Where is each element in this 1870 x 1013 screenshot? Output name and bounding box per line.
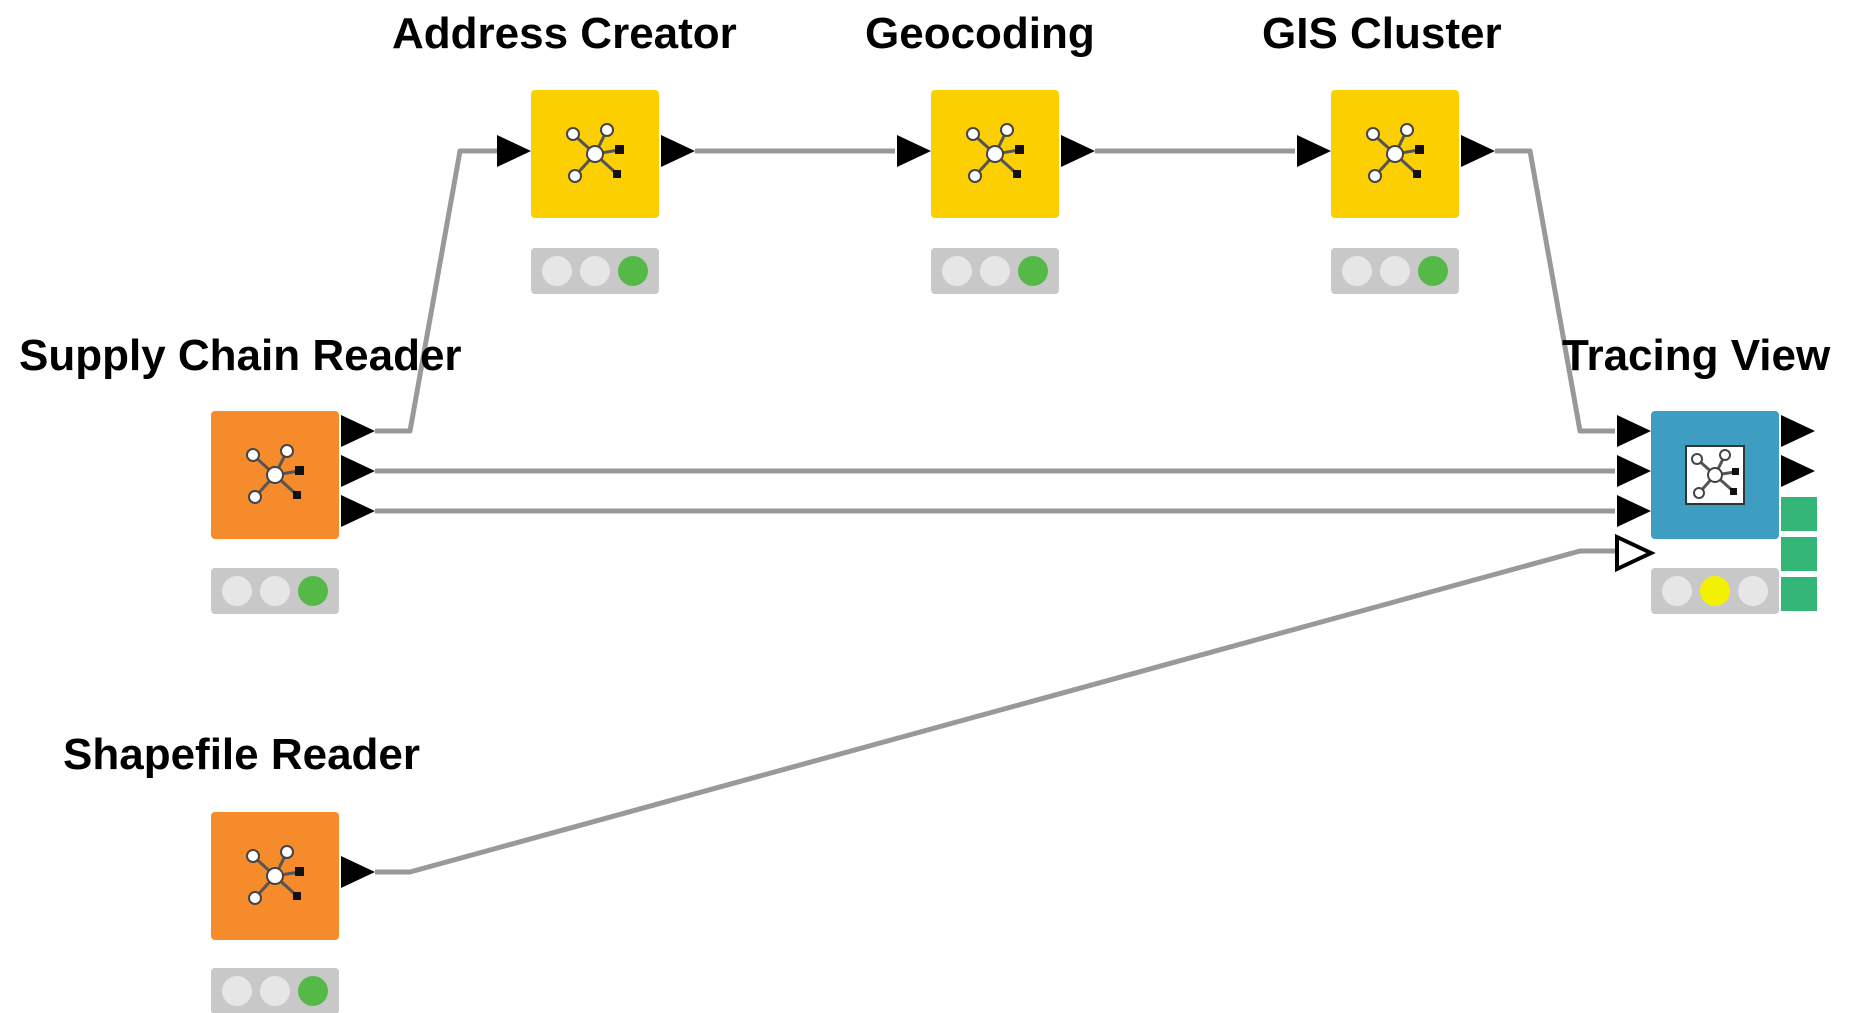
status-light-3 [298,976,328,1006]
view-port-badge-1[interactable] [1781,497,1817,531]
node-source-icon [246,444,304,504]
output-port-2[interactable] [1781,455,1815,487]
status-indicator [1331,248,1459,294]
output-port-1[interactable] [1061,135,1095,167]
input-port-4-optional[interactable] [1615,533,1656,573]
view-port-badge-3[interactable] [1781,577,1817,611]
connections-layer [375,148,1615,875]
status-indicator [211,568,339,614]
status-light-2 [260,576,290,606]
node-title-supply-chain-reader[interactable]: Supply Chain Reader [19,331,462,380]
status-light-3 [1018,256,1048,286]
node-shapefile-reader[interactable] [211,812,375,1013]
status-light-1 [1342,256,1372,286]
status-indicator [931,248,1059,294]
output-port-3[interactable] [341,495,375,527]
node-supply-chain-reader[interactable] [211,411,375,614]
input-port-1[interactable] [1297,135,1331,167]
node-title-tracing-view[interactable]: Tracing View [1562,331,1831,380]
node-title-gis-cluster[interactable]: GIS Cluster [1262,9,1502,58]
input-port-3[interactable] [1617,495,1651,527]
node-address-creator[interactable] [497,90,695,294]
output-port-1[interactable] [341,856,375,888]
status-indicator [211,968,339,1013]
connection-gis-to-tracing[interactable] [1495,148,1615,434]
node-tracing-view[interactable] [1615,411,1817,614]
node-gis-cluster[interactable] [1297,90,1495,294]
output-port-1[interactable] [341,415,375,447]
status-indicator [1651,568,1779,614]
status-light-2 [580,256,610,286]
input-port-2[interactable] [1617,455,1651,487]
node-title-geocoding[interactable]: Geocoding [865,9,1095,58]
status-indicator [531,248,659,294]
status-light-3 [618,256,648,286]
connection-supply-to-address[interactable] [375,148,497,434]
view-port-badge-2[interactable] [1781,537,1817,571]
output-port-1[interactable] [661,135,695,167]
status-light-1 [542,256,572,286]
status-light-1 [942,256,972,286]
status-light-1 [222,976,252,1006]
status-light-2 [260,976,290,1006]
node-manipulator-icon [966,123,1024,183]
status-light-2 [1380,256,1410,286]
node-geocoding[interactable] [897,90,1095,294]
node-title-address-creator[interactable]: Address Creator [392,9,737,58]
node-view-icon [1691,449,1739,499]
node-manipulator-icon [566,123,624,183]
input-port-1[interactable] [1617,415,1651,447]
input-port-1[interactable] [497,135,531,167]
node-source-icon [246,845,304,905]
node-manipulator-icon [1366,123,1424,183]
status-light-2 [980,256,1010,286]
output-port-1[interactable] [1781,415,1815,447]
status-light-1 [1662,576,1692,606]
status-light-1 [222,576,252,606]
status-light-3 [1738,576,1768,606]
status-light-3 [1418,256,1448,286]
output-port-1[interactable] [1461,135,1495,167]
output-port-2[interactable] [341,455,375,487]
status-light-2 [1700,576,1730,606]
connection-shapefile-to-tracing[interactable] [375,548,1615,875]
status-light-3 [298,576,328,606]
node-title-shapefile-reader[interactable]: Shapefile Reader [63,730,421,779]
input-port-1[interactable] [897,135,931,167]
